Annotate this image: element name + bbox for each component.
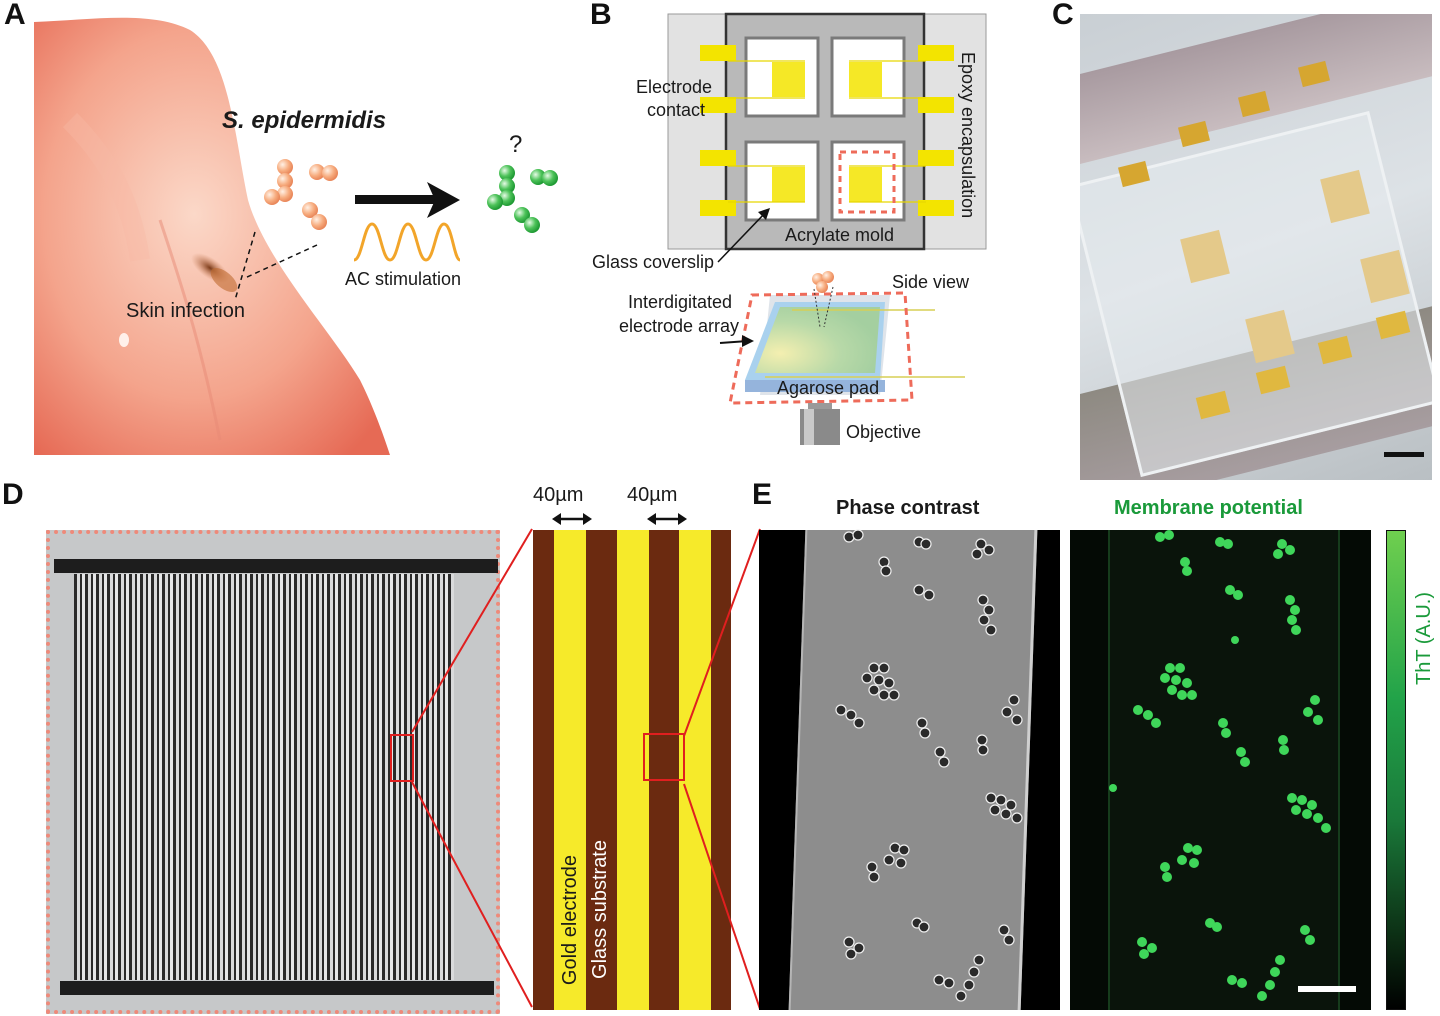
panel-e-label: E — [752, 478, 773, 511]
zoom-region-box-2[interactable] — [643, 733, 685, 781]
double-arrow-left-icon — [552, 513, 592, 525]
ac-stimulation-label: AC stimulation — [345, 269, 462, 289]
acrylate-mold-label: Acrylate mold — [785, 225, 895, 245]
skin-infection-label: Skin infection — [126, 300, 245, 322]
agarose-pad-label: Agarose pad — [777, 378, 880, 398]
side-view-schematic — [719, 271, 965, 445]
arrow-right-icon — [355, 182, 460, 218]
objective-label: Objective — [846, 422, 922, 442]
zoom-connector-lines-d — [411, 528, 533, 1008]
ide-micrograph — [46, 530, 500, 1014]
ide-label-2: electrode array — [619, 316, 740, 336]
scale-bar — [1298, 986, 1356, 992]
gold-electrode-label: Gold electrode — [559, 855, 581, 986]
glass-coverslip-label: Glass coverslip — [592, 252, 715, 272]
electrode-contact-label-1: Electrode — [636, 77, 713, 97]
panel-a-label: A — [4, 0, 26, 31]
spacing-label-left: 40µm — [533, 484, 584, 506]
glass-substrate-label: Glass substrate — [589, 840, 611, 979]
panel-c-label: C — [1052, 0, 1074, 31]
side-view-label: Side view — [892, 272, 970, 292]
electrode-stripes — [533, 530, 731, 1010]
species-label: S. epidermidis — [222, 107, 387, 134]
membrane-potential-image — [1070, 530, 1371, 1010]
ide-label-1: Interdigitated — [628, 292, 733, 312]
epoxy-encapsulation-label: Epoxy encapsulation — [958, 52, 978, 219]
panel-b-label: B — [590, 0, 612, 31]
colorbar — [1386, 530, 1406, 1010]
electrode-contact-label-2: contact — [647, 100, 706, 120]
device-schematic-top — [667, 12, 987, 263]
bacteria-orange-icon — [264, 159, 338, 230]
callout-dashed-lines — [234, 231, 318, 301]
arm-illustration — [34, 17, 390, 456]
membrane-potential-title: Membrane potential — [1114, 497, 1303, 519]
phase-contrast-image — [759, 529, 1060, 1010]
spacing-label-right: 40µm — [627, 484, 678, 506]
phase-contrast-title: Phase contrast — [836, 497, 980, 519]
scale-bar — [1384, 452, 1424, 457]
panel-d-label: D — [2, 478, 24, 511]
ac-wave-icon — [353, 222, 461, 262]
device-photo — [1080, 14, 1432, 480]
colorbar-label: ThT (A.U.) — [1413, 592, 1435, 685]
double-arrow-right-icon — [647, 513, 687, 525]
zoom-connector-lines-e — [683, 528, 761, 1010]
question-mark: ? — [509, 131, 523, 158]
bacteria-green-icon — [487, 165, 558, 233]
zoom-region-box[interactable] — [390, 734, 414, 782]
